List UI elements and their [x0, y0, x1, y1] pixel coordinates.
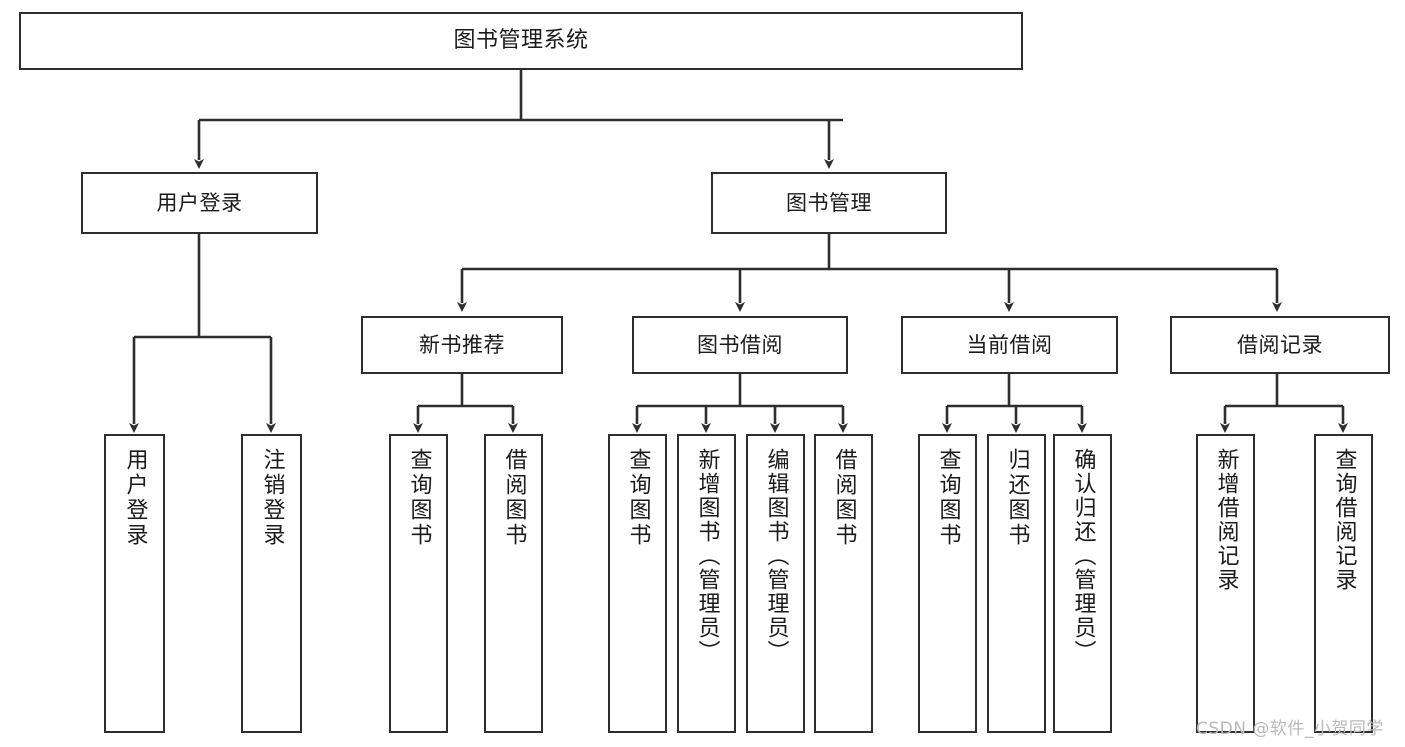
node-label: 用户登录 — [156, 190, 243, 215]
node-label: 查询借阅记录 — [1331, 448, 1357, 592]
node-label: 确认归还（管理员） — [1070, 448, 1096, 664]
node-leaf-edit-book[interactable]: 编辑图书（管理员） — [746, 434, 805, 733]
node-new-book-recommend[interactable]: 新书推荐 — [361, 316, 563, 374]
node-label: 查询图书 — [406, 448, 432, 548]
node-label: 查询图书 — [935, 448, 961, 548]
node-label: 图书管理 — [786, 190, 872, 215]
node-leaf-logout[interactable]: 注销登录 — [241, 434, 302, 733]
node-leaf-add-book[interactable]: 新增图书（管理员） — [677, 434, 736, 733]
node-leaf-query-record[interactable]: 查询借阅记录 — [1314, 434, 1373, 733]
csdn-watermark: CSDN @软件_小贺同学 — [1196, 719, 1384, 739]
node-label: 查询图书 — [625, 448, 651, 548]
node-book-borrow[interactable]: 图书借阅 — [632, 316, 848, 374]
node-label: 当前借阅 — [966, 332, 1053, 357]
node-borrow-record[interactable]: 借阅记录 — [1170, 316, 1390, 374]
node-label: 图书借阅 — [697, 332, 783, 357]
node-user-login[interactable]: 用户登录 — [81, 172, 318, 234]
node-current-borrow[interactable]: 当前借阅 — [901, 316, 1118, 374]
node-label: 借阅图书 — [831, 448, 857, 548]
node-book-manage[interactable]: 图书管理 — [711, 172, 947, 234]
node-leaf-user-login[interactable]: 用户登录 — [104, 434, 165, 733]
node-label: 借阅图书 — [501, 448, 527, 548]
node-leaf-borrow-book-1[interactable]: 借阅图书 — [484, 434, 543, 733]
node-leaf-query-book-2[interactable]: 查询图书 — [608, 434, 667, 733]
node-leaf-query-book-1[interactable]: 查询图书 — [389, 434, 448, 733]
node-leaf-return-book[interactable]: 归还图书 — [987, 434, 1046, 733]
node-label: 图书管理系统 — [453, 28, 589, 54]
node-label: 注销登录 — [259, 448, 285, 548]
node-label: 用户登录 — [122, 448, 148, 548]
node-root-system[interactable]: 图书管理系统 — [19, 12, 1023, 70]
node-leaf-confirm-return[interactable]: 确认归还（管理员） — [1053, 434, 1112, 733]
node-label: 新增借阅记录 — [1213, 448, 1239, 592]
node-label: 借阅记录 — [1237, 332, 1323, 357]
node-label: 新书推荐 — [419, 332, 505, 357]
node-leaf-add-record[interactable]: 新增借阅记录 — [1196, 434, 1255, 733]
node-leaf-borrow-book-2[interactable]: 借阅图书 — [814, 434, 873, 733]
node-label: 编辑图书（管理员） — [763, 448, 789, 664]
node-label: 归还图书 — [1004, 448, 1030, 548]
node-label: 新增图书（管理员） — [694, 448, 720, 664]
node-leaf-query-book-3[interactable]: 查询图书 — [918, 434, 977, 733]
